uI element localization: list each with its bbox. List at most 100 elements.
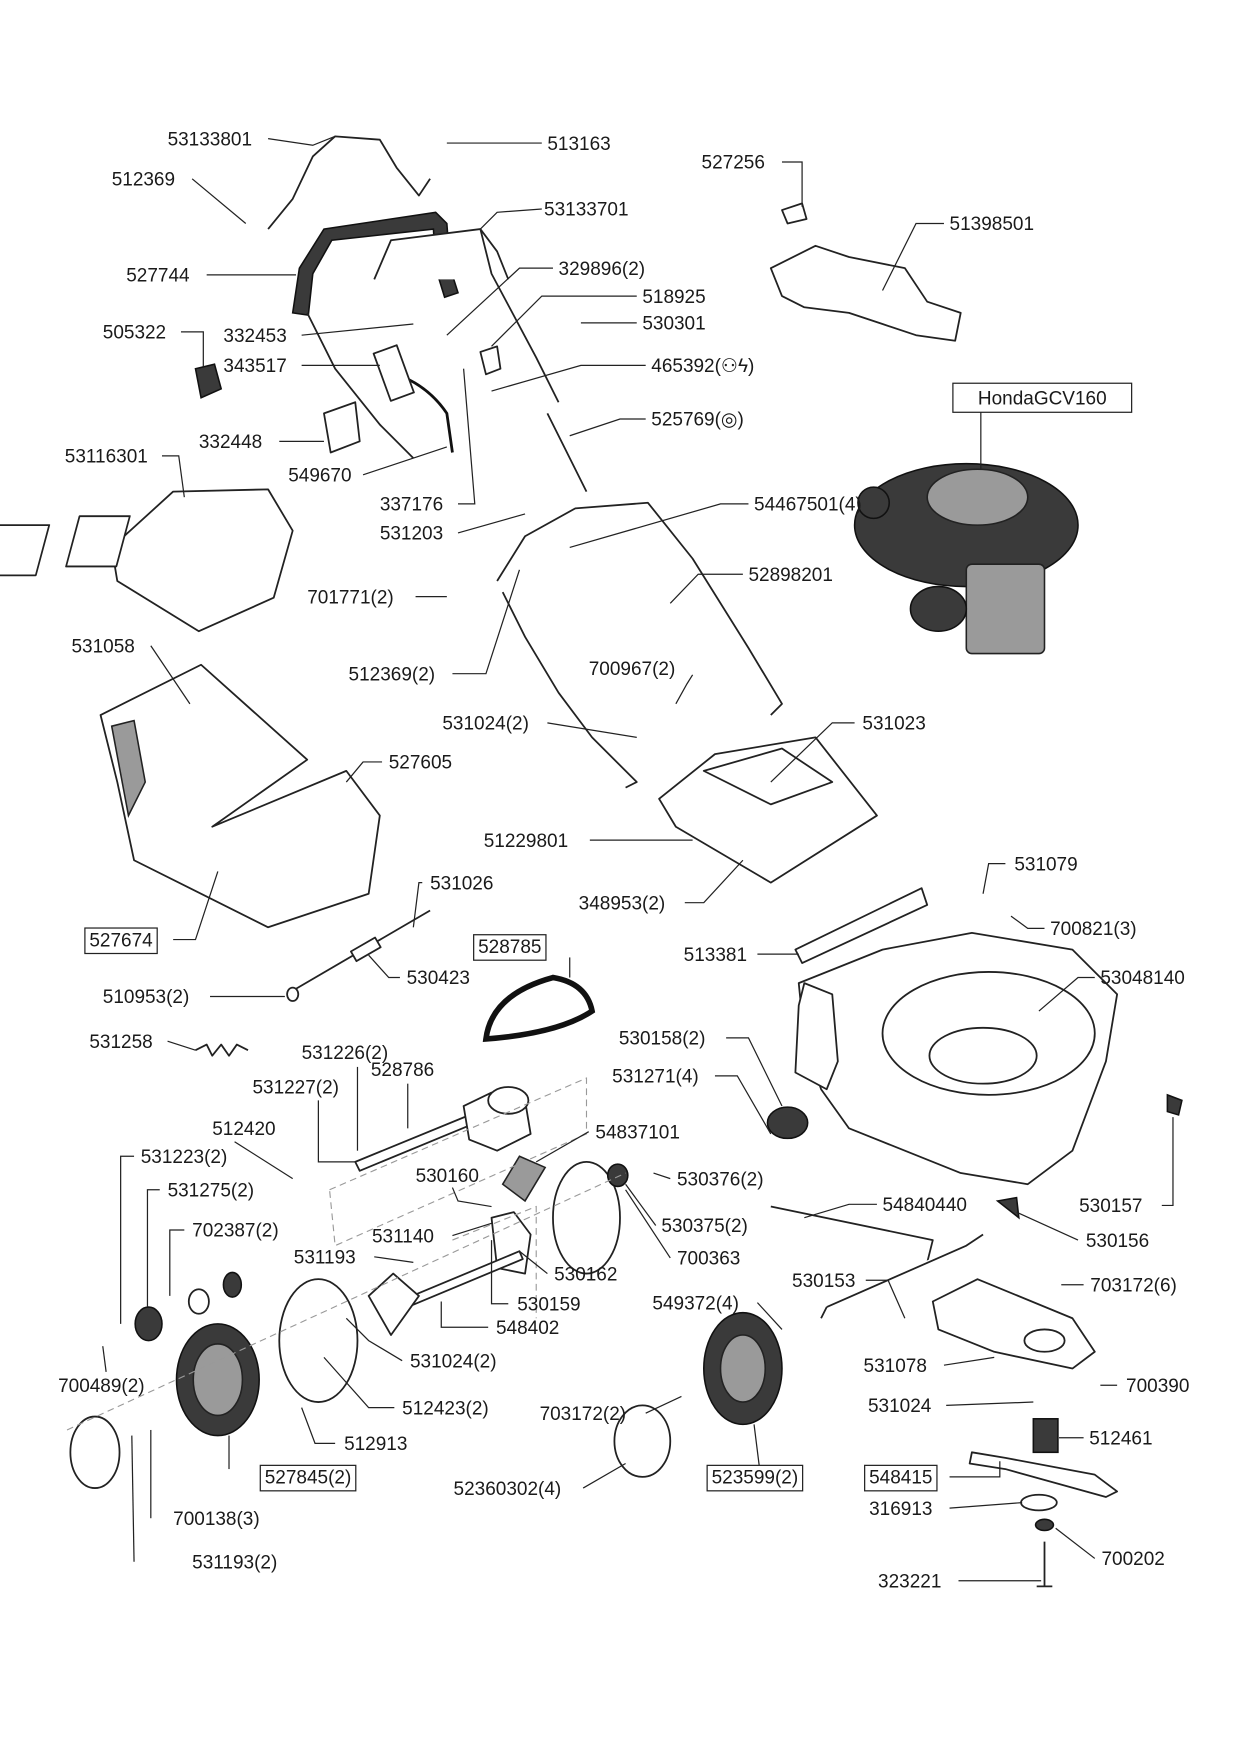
part-number-label: 700967(2) <box>589 659 676 680</box>
part-number-box <box>864 1464 938 1492</box>
leader-line <box>625 1189 671 1259</box>
pulley-530375 <box>606 1163 629 1188</box>
leader-line <box>368 954 400 979</box>
leader-line <box>1055 1527 1096 1559</box>
spring-530423 <box>350 936 382 963</box>
blade-hub <box>1023 1328 1066 1353</box>
grass-catcher <box>99 663 381 929</box>
grass-bag-lid <box>110 488 294 633</box>
leader-line <box>150 645 191 705</box>
leader-line <box>161 455 185 498</box>
part-number-label: 53048140 <box>1100 968 1184 989</box>
leader-line <box>1016 1211 1079 1241</box>
leader-line <box>440 1301 489 1328</box>
part-number-label: 531024(2) <box>442 714 529 735</box>
leader-line <box>167 1040 196 1051</box>
leader-line <box>457 513 526 534</box>
part-number-label: 702387(2) <box>192 1221 279 1242</box>
gasket-530157 <box>1166 1093 1183 1116</box>
front-left-wheel <box>175 1323 260 1437</box>
assembly-guide-2 <box>452 1205 537 1319</box>
part-number-label: 531275(2) <box>168 1180 255 1201</box>
part-number-label: 531024 <box>868 1396 931 1417</box>
part-number-label: 527744 <box>126 266 189 287</box>
part-number-label: 530157 <box>1079 1196 1142 1217</box>
lid-window-2 <box>65 515 131 568</box>
part-number-label: 700821(3) <box>1050 919 1137 940</box>
part-number-label: 548402 <box>496 1318 559 1339</box>
throttle-lever <box>479 345 502 376</box>
drive-belt <box>482 974 596 1043</box>
leader-line <box>756 1302 783 1330</box>
leader-line <box>669 573 743 604</box>
lower-handle-left <box>306 312 414 459</box>
leader-line <box>946 1401 1034 1407</box>
leader-line <box>362 446 448 476</box>
handle-lower <box>496 501 783 789</box>
leader-line <box>625 1183 657 1226</box>
blade-548415 <box>968 1451 1119 1498</box>
part-number-label: 512369 <box>112 170 175 191</box>
part-number-box <box>84 927 158 955</box>
leader-line <box>451 1187 492 1208</box>
part-number-label: 531193 <box>294 1248 356 1269</box>
part-number-label: 531078 <box>864 1356 927 1377</box>
leader-line <box>949 1501 1023 1509</box>
part-number-label: 549372(4) <box>652 1293 739 1314</box>
leader-line <box>345 1317 403 1362</box>
leader-line <box>491 295 637 347</box>
deck-hub <box>928 1026 1038 1085</box>
handle-bar-grip <box>291 211 459 316</box>
part-number-label: 530375(2) <box>661 1216 748 1237</box>
leader-line <box>323 1356 395 1409</box>
parts <box>0 135 1183 1588</box>
lid-window-1 <box>0 524 51 577</box>
part-number-label: 530158(2) <box>619 1029 706 1050</box>
part-number-label: 513163 <box>547 134 610 155</box>
leader-line <box>458 368 476 505</box>
engine-model-box <box>952 382 1133 413</box>
leader-line <box>675 674 694 705</box>
bushing-702387 <box>187 1288 210 1315</box>
part-number-label: 53133701 <box>544 200 628 221</box>
leader-line <box>301 323 414 336</box>
part-number-box <box>473 934 547 961</box>
bracket <box>372 344 415 402</box>
part-number-label: 700390 <box>1126 1376 1189 1397</box>
part-number-label: 530156 <box>1086 1231 1149 1252</box>
leader-line <box>753 1424 761 1470</box>
part-number-label: 530301 <box>642 314 705 335</box>
part-number-label: 549670 <box>288 466 351 487</box>
washer-700202 <box>1034 1518 1055 1532</box>
leader-line <box>146 1189 160 1308</box>
part-number-label: 348953(2) <box>579 893 666 914</box>
leader-line <box>865 1279 906 1319</box>
leader-line <box>191 178 247 224</box>
part-number-label: 337176 <box>380 495 443 516</box>
leader-line <box>317 1100 356 1163</box>
part-number-label: 513381 <box>684 945 747 966</box>
leader-line <box>535 1131 590 1163</box>
part-number-label: 512420 <box>212 1119 275 1140</box>
part-number-label: 700202 <box>1101 1549 1164 1570</box>
leader-line <box>131 1435 135 1562</box>
leader-lines <box>102 135 1174 1582</box>
part-number-label: 530160 <box>416 1166 479 1187</box>
engine-model-label: HondaGCV160 <box>978 388 1107 409</box>
leader-line <box>180 331 204 367</box>
leader-line <box>582 1462 626 1489</box>
engine-model-callout: HondaGCV160 <box>952 382 1133 470</box>
part-number-label: 700489(2) <box>58 1376 145 1397</box>
leader-line <box>547 722 637 738</box>
part-number-label: 512369(2) <box>349 664 436 685</box>
part-number-label: 54840440 <box>883 1195 967 1216</box>
air-guide-527256 <box>781 202 808 225</box>
part-number-label: 332448 <box>199 432 262 453</box>
axle-530153 <box>820 1233 984 1319</box>
blade-adapter-512461 <box>1032 1418 1059 1454</box>
part-number-label: 528785 <box>478 937 541 958</box>
part-number-label: 531026 <box>430 873 493 894</box>
leader-line <box>949 1461 1001 1478</box>
leader-line <box>714 1075 772 1135</box>
